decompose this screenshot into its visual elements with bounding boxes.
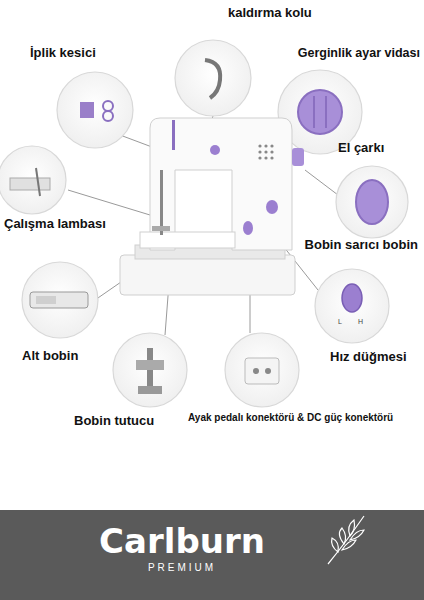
- brand-band: CarlburnPREMIUM: [0, 510, 424, 600]
- part-label: El çarkı: [338, 141, 384, 156]
- button-marking: H: [358, 318, 363, 326]
- brand-name: Carlburn: [0, 524, 364, 560]
- leaf-ornament: [322, 512, 370, 568]
- part-label: Hız düğmesi: [330, 350, 407, 365]
- part-label: İplik kesici: [30, 46, 96, 61]
- part-label: Alt bobin: [22, 349, 78, 364]
- part-label: Bobin tutucu: [74, 414, 154, 429]
- part-label: kaldırma kolu: [228, 6, 312, 21]
- part-label: Çalışma lambası: [4, 217, 106, 232]
- part-label: Gerginlik ayar vidası: [298, 46, 420, 60]
- part-label: Ayak pedalı konektörü & DC güç konektörü: [188, 412, 393, 424]
- part-label: Bobin sarıcı bobin: [305, 238, 418, 253]
- button-marking: L: [338, 318, 342, 326]
- brand-tagline: PREMIUM: [0, 562, 364, 573]
